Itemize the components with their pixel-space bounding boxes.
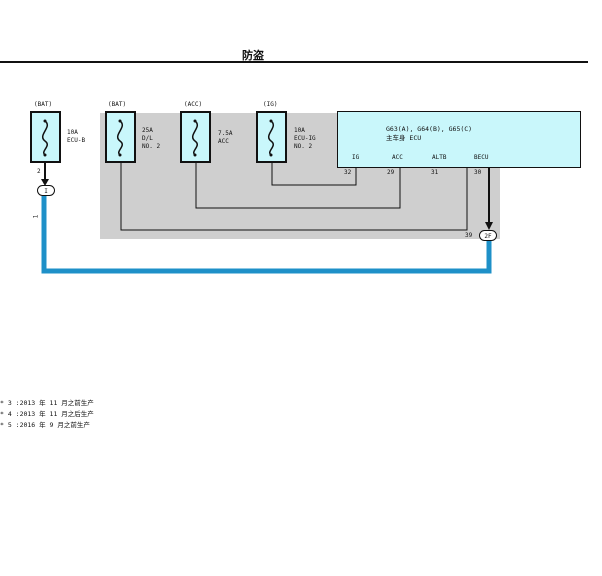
fuse-3-label: 7.5A ACC [218, 130, 232, 146]
fuse-1-name: ECU-B [67, 137, 86, 144]
fuse-4-source: (IG) [263, 101, 278, 108]
fuse-symbol-icon [117, 119, 123, 157]
blue-wire [41, 196, 492, 274]
page-title: 防盗 [242, 49, 264, 62]
fuse-3-rating: 7.5A [218, 130, 233, 137]
ecu-name: G63(A), G64(B), G65(C) 主车身 ECU [386, 125, 472, 143]
fuse-4-label: 10A ECU-IG NO. 2 [294, 127, 316, 151]
fuse-4-number: NO. 2 [294, 143, 313, 150]
fuse-2-rating: 25A [142, 127, 153, 134]
ecu-connectors: G63(A), G64(B), G65(C) [386, 125, 473, 133]
fuse-1-label: 10A ECU-B [67, 129, 85, 145]
ecu-pin-becu-number: 30 [474, 169, 482, 176]
ecu-pin-becu: BECU [474, 154, 489, 161]
fuse-3 [180, 111, 211, 163]
wire-acc [195, 152, 401, 209]
fuse-1 [30, 111, 61, 163]
ecu-title: 主车身 ECU [386, 134, 422, 142]
right-pin-number: 39 [465, 232, 473, 239]
fuse-2 [105, 111, 136, 163]
fuse-2-number: NO. 2 [142, 143, 161, 150]
fuse-symbol-icon [268, 119, 274, 157]
left-wire-label: 1 [32, 214, 40, 219]
fuse-symbol-icon [192, 119, 198, 157]
fuse-4-name: ECU-IG [294, 135, 316, 142]
fuse-2-label: 25A D/L NO. 2 [142, 127, 160, 151]
title-rule [0, 61, 588, 63]
arrow-ecub [41, 179, 49, 186]
arrow-becu [485, 222, 493, 230]
ecu-pin-altb: ALTB [432, 154, 447, 161]
left-connector: I [37, 185, 55, 196]
fuse-1-rating: 10A [67, 129, 78, 136]
fuse-1-source: (BAT) [34, 101, 53, 108]
ecu-pin-ig: IG [352, 154, 360, 161]
note-2: * 4 :2013 年 11 月之后生产 [0, 410, 94, 418]
fuse-3-name: ACC [218, 138, 229, 145]
note-3: * 5 :2016 年 9 月之前生产 [0, 421, 90, 429]
fuse-4 [256, 111, 287, 163]
fuse-symbol-icon [42, 119, 48, 157]
wire-ig [271, 152, 357, 186]
fuse-2-name: D/L [142, 135, 153, 142]
ecu-pin-altb-number: 31 [431, 169, 439, 176]
fuse-3-source: (ACC) [184, 101, 203, 108]
fuse-2-source: (BAT) [108, 101, 127, 108]
wire-dl [120, 152, 468, 231]
right-connector: 2F [479, 230, 497, 241]
ecu-pin-acc-number: 29 [387, 169, 395, 176]
main-body-ecu [337, 111, 581, 168]
ecu-pin-ig-number: 32 [344, 169, 352, 176]
note-1: * 3 :2013 年 11 月之前生产 [0, 399, 94, 407]
fuse-4-rating: 10A [294, 127, 305, 134]
ecu-pin-acc: ACC [392, 154, 403, 161]
left-pin-number: 2 [37, 168, 41, 175]
